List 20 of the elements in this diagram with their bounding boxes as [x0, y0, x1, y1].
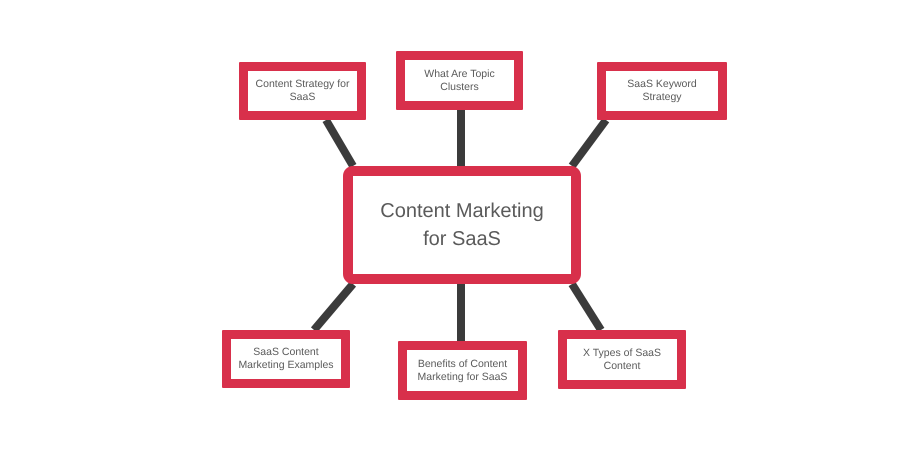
- topic-box: [239, 62, 366, 120]
- central-topic-box: [343, 166, 581, 284]
- topic-box: [398, 341, 527, 400]
- topic-box: [222, 330, 350, 388]
- topic-box: [396, 51, 523, 110]
- connector-line: [322, 118, 356, 168]
- connector-line: [457, 284, 465, 341]
- connector-line: [568, 118, 610, 168]
- node-label: Benefits of Content Marketing for SaaS: [416, 358, 508, 384]
- connector-line: [457, 110, 465, 166]
- topic-box: [597, 62, 727, 120]
- node-label: What Are Topic Clusters: [423, 68, 496, 94]
- topic-box: [558, 330, 686, 389]
- node-label: X Types of SaaS Content: [582, 346, 662, 372]
- node-label: SaaS Keyword Strategy: [626, 78, 698, 104]
- node-label: Content Marketing for SaaS: [379, 199, 545, 252]
- node-label: SaaS Content Marketing Examples: [237, 346, 335, 372]
- connector-line: [310, 281, 356, 333]
- node-label: Content Strategy for SaaS: [254, 78, 350, 104]
- connector-line: [568, 282, 604, 332]
